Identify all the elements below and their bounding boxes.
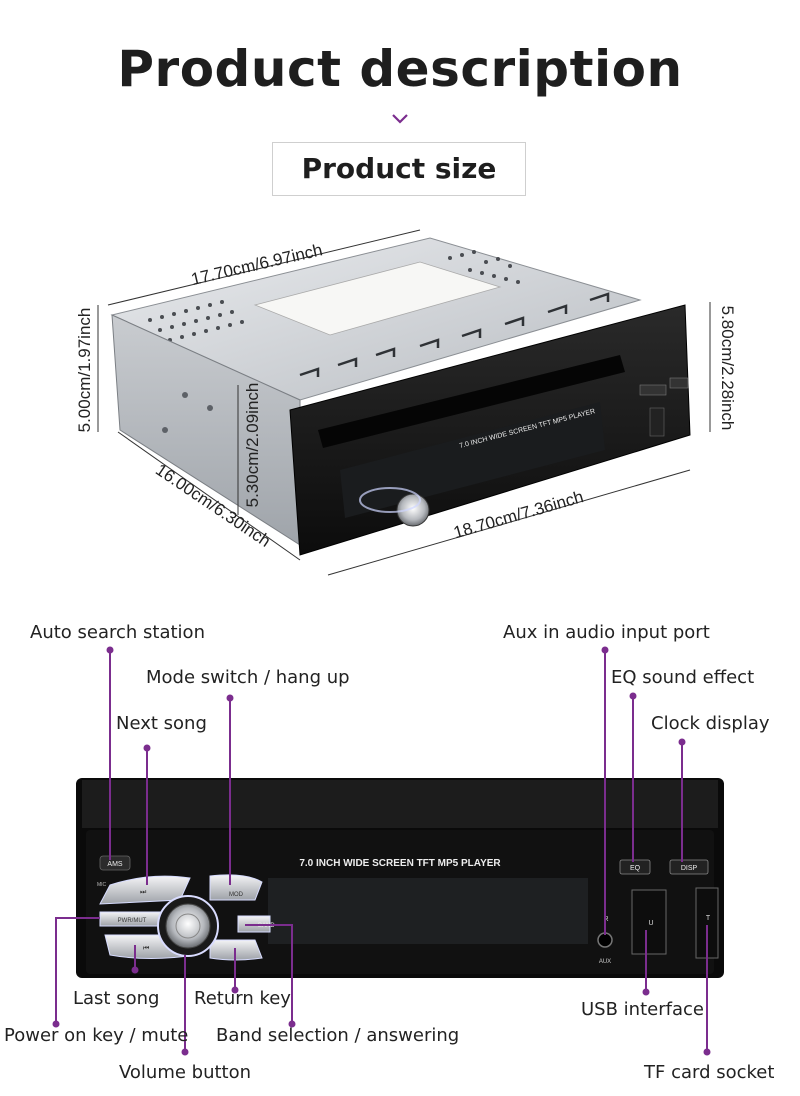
t-label: T — [706, 915, 711, 922]
chevron-down-icon — [392, 114, 408, 124]
device-perspective: 7.0 INCH WIDE SCREEN TFT MP5 PLAYER — [110, 237, 691, 556]
eq-label: EQ — [630, 865, 641, 872]
pwr-label: PWR/MUT — [118, 918, 147, 924]
dim-body-height: 5.30cm/2.09inch — [243, 383, 262, 508]
mode-button[interactable] — [209, 874, 263, 901]
mod-label: MOD — [229, 892, 244, 898]
ams-label: AMS — [107, 861, 123, 868]
dim-front-height: 5.80cm/2.28inch — [718, 306, 737, 431]
prev-icon: ⏮ — [143, 944, 149, 952]
disp-button[interactable] — [669, 859, 709, 875]
next-song-button[interactable] — [99, 875, 191, 905]
label-mode-switch: Mode switch / hang up — [146, 667, 350, 688]
label-last-song: Last song — [73, 988, 160, 1009]
u-label: U — [648, 920, 653, 927]
label-next-song: Next song — [116, 713, 207, 734]
label-eq: EQ sound effect — [611, 667, 755, 688]
aux-port[interactable] — [597, 932, 613, 948]
label-clock: Clock display — [651, 713, 770, 734]
next-icon: ⏭ — [140, 888, 147, 896]
page-title: Product description — [117, 40, 683, 98]
label-return-key: Return key — [194, 988, 291, 1009]
eq-button[interactable] — [619, 859, 651, 875]
dim-left-height: 5.00cm/1.97inch — [75, 308, 94, 433]
label-tf-card: TF card socket — [644, 1062, 775, 1083]
mic-label: MIC — [97, 882, 107, 888]
label-band: Band selection / answering — [216, 1025, 460, 1046]
usb-port[interactable] — [631, 889, 667, 955]
callout-lines — [55, 652, 708, 1050]
label-usb: USB interface — [581, 999, 704, 1020]
ams-button[interactable] — [99, 855, 131, 871]
label-power-mute: Power on key / mute — [4, 1025, 189, 1046]
volume-knob[interactable] — [165, 903, 211, 949]
callout-dots — [52, 646, 711, 1056]
label-volume: Volume button — [119, 1062, 252, 1083]
product-size-heading: Product size — [272, 142, 526, 196]
aux-label: AUX — [599, 959, 611, 965]
label-auto-search: Auto search station — [30, 622, 205, 643]
dimension-lines — [97, 229, 711, 576]
label-aux-port: Aux in audio input port — [503, 622, 710, 643]
disp-label: DISP — [681, 865, 698, 872]
front-screen-text: 7.0 INCH WIDE SCREEN TFT MP5 PLAYER — [299, 858, 501, 869]
device-front: 7.0 INCH WIDE SCREEN TFT MP5 PLAYER AMS … — [76, 778, 724, 978]
